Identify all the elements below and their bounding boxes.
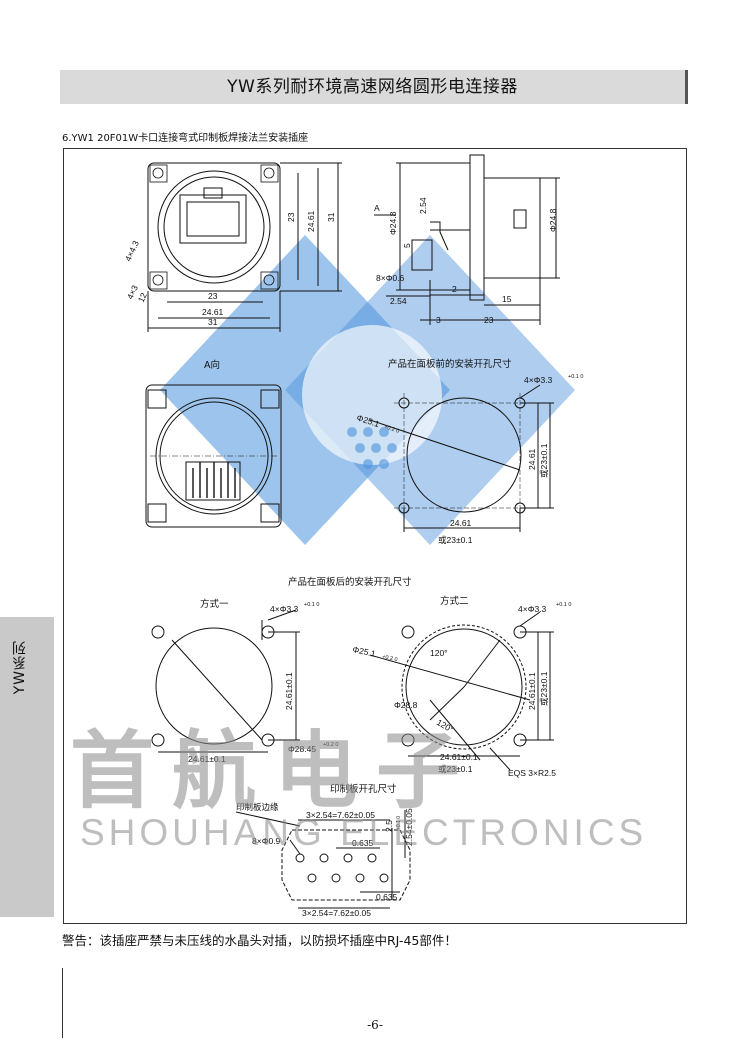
dim-tol-phi2845: +0.2 0: [323, 742, 338, 748]
rear-panel-title: 产品在面板后的安装开孔尺寸: [288, 576, 412, 588]
dim-2461-m1-h: 24.61±0.1: [188, 754, 226, 764]
dim-23-v: 23: [286, 212, 296, 222]
dim-31-h: 31: [208, 317, 218, 327]
dim-hole33-m1: 4×Φ3.3: [270, 604, 299, 614]
dim-23-side: 23: [484, 315, 494, 325]
dim-phi288: Φ28.8: [394, 700, 418, 710]
dim-2461-h: 24.61: [202, 307, 224, 317]
dim-hole33-m2: 4×Φ3.3: [518, 604, 547, 614]
dim-254-h: 2.54: [390, 296, 407, 306]
pcb-edge-label: 印制板边缘: [236, 802, 279, 812]
page-number: -6-: [367, 1018, 383, 1032]
dim-pcb-25-tol: +0.1 0: [396, 816, 402, 830]
dim-2461-v: 24.61: [306, 210, 316, 232]
dim-2461-front-v: 24.61: [527, 448, 537, 470]
dim-pcb-top: 3×2.54=7.62±0.05: [306, 810, 375, 820]
page-title: YW系列耐环境高速网络圆形电连接器: [227, 77, 518, 97]
sidebar-tab: [0, 617, 54, 917]
dim-pcb-25: 2.5: [384, 820, 394, 832]
watermark-english: SHOUHANG ELECTRONICS: [80, 812, 647, 853]
dim-2461-front-h: 24.61: [450, 518, 472, 528]
method-two-cutout: [369, 611, 554, 771]
method-one-label: 方式一: [200, 598, 229, 610]
dim-2461-m2-h: 24.61±0.1: [440, 752, 478, 762]
dim-tol-m1-hole: +0.1 0: [304, 602, 319, 608]
section-title: 6.YW1 20F01W卡口连接弯式印制板焊接法兰安装插座: [62, 133, 309, 144]
dim-31-v: 31: [326, 212, 336, 222]
dim-254-v: 2.54: [418, 197, 428, 214]
method-two-label: 方式二: [440, 595, 469, 607]
dim-2: 2: [452, 284, 457, 294]
method-one-cutout: [151, 609, 300, 753]
dim-tol-front-hole: +0.1 0: [568, 374, 583, 380]
dim-pcb-8x09: 8×Φ0.9: [252, 836, 281, 846]
dim-pcb-254: 2.54±0.05: [404, 808, 414, 846]
warning-text: 警告：该插座严禁与未压线的水晶头对插，以防损坏插座中RJ-45部件！: [62, 933, 457, 948]
dim-pcb-0635-bottom: 0.635: [376, 892, 398, 902]
front-panel-title: 产品在面板前的安装开孔尺寸: [388, 358, 512, 370]
pcb-cutout-title: 印制板开孔尺寸: [330, 783, 397, 795]
page-header: YW系列耐环境高速网络圆形电连接器: [60, 70, 688, 104]
dim-23-front-h: 或23±0.1: [438, 535, 473, 545]
dim-eqs: EQS 3×R2.5: [508, 768, 556, 778]
dim-15: 15: [502, 294, 512, 304]
dim-tol-m2-hole: +0.1 0: [556, 602, 571, 608]
dim-2461-m2-v: 24.61±0.1: [527, 672, 537, 710]
dim-tol-front-phi: +0.2 0: [383, 424, 400, 434]
dim-phi248-left: Φ24.8: [388, 211, 398, 235]
dim-phi251-m2: Φ25.1: [352, 644, 377, 659]
dim-phi2845: Φ28.45: [288, 744, 316, 754]
dim-23-front-v: 或23±0.1: [539, 443, 549, 478]
pcb-cutout: [235, 810, 411, 909]
view-a: [145, 384, 282, 528]
dim-3: 3: [436, 315, 441, 325]
margin-line: [62, 968, 63, 1038]
dim-2461-m1-v: 24.61±0.1: [284, 672, 294, 710]
dim-tol-m2-phi: +0.2 0: [382, 654, 398, 663]
dim-pcb-0635-top: 0.635: [352, 838, 374, 848]
dim-8x06: 8×Φ0.6: [376, 273, 405, 283]
watermark-logo: [160, 235, 575, 545]
dim-12: 12: [136, 291, 149, 304]
dim-23-h: 23: [208, 291, 218, 301]
dim-angle-120-top: 120°: [430, 648, 448, 658]
view-a-label: A向: [204, 359, 220, 371]
arrow-a-label: A: [374, 203, 380, 213]
side-view: [374, 154, 560, 325]
dim-23-m2-v: 或23±0.1: [539, 671, 549, 706]
drawing-frame: [63, 148, 687, 924]
dim-pcb-bottom: 3×2.54=7.62±0.05: [302, 908, 371, 918]
dim-23-m2-h: 或23±0.1: [438, 764, 473, 774]
front-panel-cutout: [369, 384, 554, 532]
dim-phi248-right: Φ24.8: [548, 208, 558, 232]
dim-hole33-front: 4×Φ3.3: [524, 375, 553, 385]
watermark-chinese: 首航电子: [70, 722, 478, 820]
front-view: [147, 162, 342, 332]
dim-5: 5: [402, 243, 412, 248]
dim-4x43: 4×4.3: [123, 239, 141, 263]
